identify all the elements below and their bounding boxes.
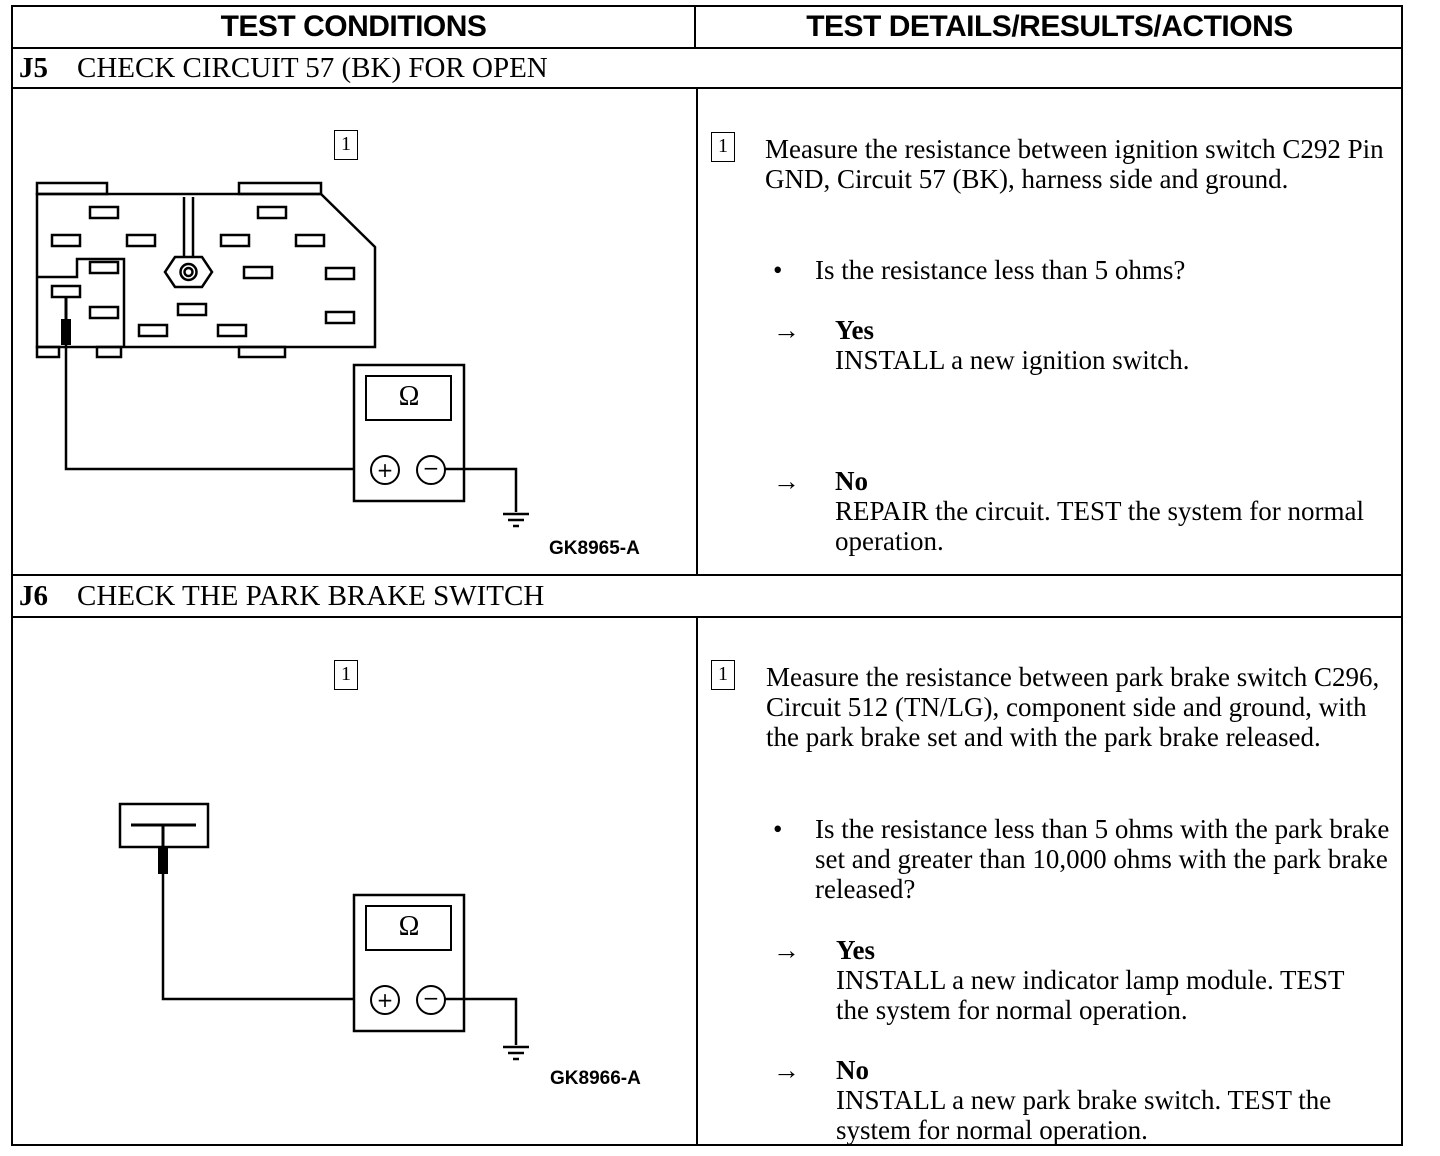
j6-yes-arrow: → [773, 935, 800, 965]
j6-figure-id: GK8966-A [550, 1068, 641, 1089]
j6-ohm-symbol: Ω [398, 911, 420, 942]
j6-yes-label: Yes [836, 935, 875, 965]
j5-ignition-switch-diagram [35, 181, 529, 528]
j5-ohm-symbol: Ω [398, 381, 420, 412]
j5-no-arrow: → [773, 466, 800, 496]
j6-step-heading: CHECK THE PARK BRAKE SWITCH [77, 580, 545, 612]
j5-step-id: J5 [19, 52, 48, 84]
j5-minus-terminal: − [422, 456, 440, 480]
j6-step-id: J6 [19, 580, 48, 612]
j6-step-number: 1 [711, 660, 735, 690]
j6-title-divider [13, 616, 1401, 618]
j6-plus-terminal: + [376, 988, 394, 1012]
header-divider [13, 47, 1401, 49]
j5-title-divider [13, 87, 1401, 89]
j6-park-brake-switch-diagram [118, 802, 529, 1061]
j5-step-title: J5 CHECK CIRCUIT 57 (BK) FOR OPEN [19, 49, 548, 87]
j5-yes-arrow: → [773, 315, 800, 345]
j5-column-divider [696, 88, 698, 574]
j6-top-divider [13, 574, 1401, 576]
j6-no-label: No [836, 1055, 869, 1085]
j6-minus-terminal: − [422, 986, 440, 1010]
j5-figure-callout: 1 [334, 130, 358, 160]
j5-plus-terminal: + [376, 458, 394, 482]
j6-yes-action: INSTALL a new indicator lamp module. TES… [836, 965, 1344, 1025]
j5-instruction: Measure the resistance between ignition … [765, 134, 1384, 194]
j5-no-action: REPAIR the circuit. TEST the system for … [835, 496, 1364, 556]
header-test-conditions: TEST CONDITIONS [220, 10, 487, 43]
j5-no-label: No [835, 466, 868, 496]
j5-figure-id: GK8965-A [549, 538, 640, 559]
j5-step-number: 1 [711, 132, 735, 162]
j6-no-arrow: → [773, 1055, 800, 1085]
j5-yes-action: INSTALL a new ignition switch. [835, 345, 1190, 375]
j6-step-title: J6 CHECK THE PARK BRAKE SWITCH [19, 577, 544, 615]
j5-question: Is the resistance less than 5 ohms? [815, 255, 1186, 285]
diagnostic-table: TEST CONDITIONS TEST DETAILS/RESULTS/ACT… [11, 5, 1403, 1146]
j6-instruction: Measure the resistance between park brak… [766, 662, 1380, 752]
j5-step-heading: CHECK CIRCUIT 57 (BK) FOR OPEN [77, 52, 548, 84]
j5-bullet: • [773, 255, 783, 285]
j5-yes-label: Yes [835, 315, 874, 345]
j6-no-action: INSTALL a new park brake switch. TEST th… [836, 1085, 1332, 1145]
j6-bullet: • [773, 814, 783, 844]
header-column-divider [694, 7, 696, 47]
header-test-details: TEST DETAILS/RESULTS/ACTIONS [806, 10, 1293, 43]
j6-column-divider [696, 617, 698, 1146]
j6-figure-callout: 1 [334, 660, 358, 690]
j6-question: Is the resistance less than 5 ohms with … [815, 814, 1390, 904]
